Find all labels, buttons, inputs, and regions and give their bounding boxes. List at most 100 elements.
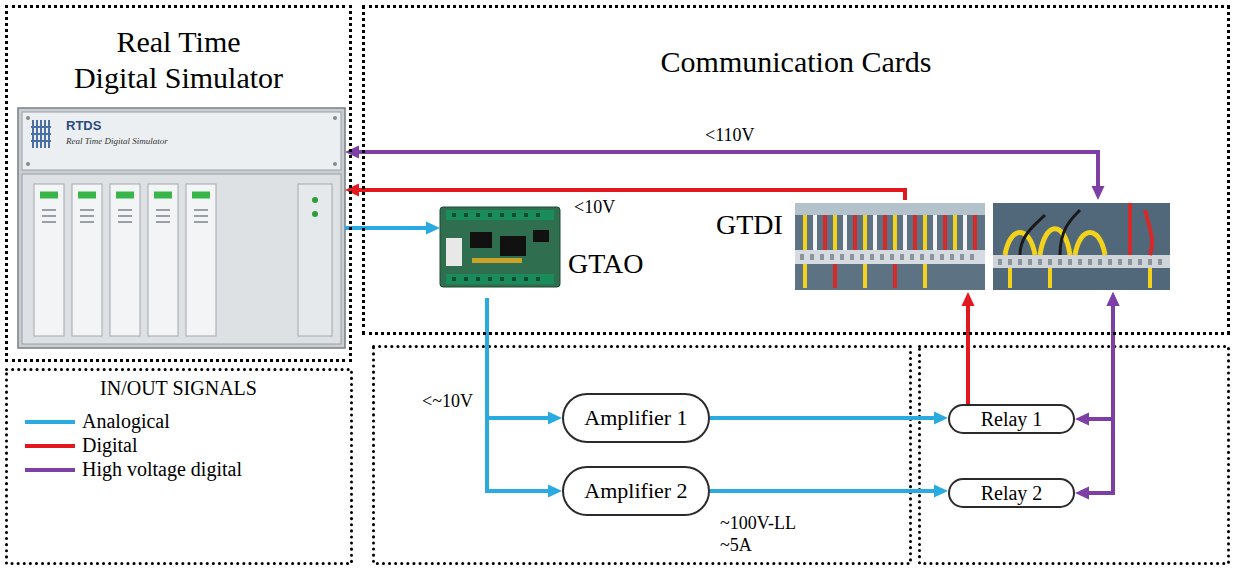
screw — [333, 162, 337, 166]
connector-line — [710, 416, 936, 420]
relay-region — [920, 347, 1229, 564]
arrow-head — [1075, 487, 1089, 500]
connector-line — [357, 190, 905, 200]
logo-stripes — [31, 120, 51, 148]
signal-level-label: <110V — [703, 124, 756, 146]
connector-line — [710, 489, 936, 493]
region-heading: Real Time Digital Simulator — [72, 24, 286, 96]
yellow-wires — [805, 215, 955, 288]
pcb — [440, 207, 560, 287]
signal-connector — [345, 146, 1105, 201]
amplifier-box: Amplifier 2 — [562, 466, 710, 516]
gtao-card: GTAO — [440, 205, 668, 298]
card-slot — [186, 184, 216, 336]
white-wires — [815, 215, 965, 250]
connector-line — [345, 226, 428, 230]
card-slot — [72, 184, 102, 336]
card-panel — [795, 203, 985, 290]
card-panel — [993, 203, 1170, 290]
arrow-head — [962, 292, 975, 306]
device-subtitle: Real Time Digital Simulator — [66, 136, 168, 147]
legend-text: High voltage digital — [82, 457, 242, 481]
region-box: Real Time Digital SimulatorRTDSReal Time… — [5, 5, 352, 362]
arrow-head — [1107, 292, 1120, 306]
card-slot — [148, 184, 178, 336]
amplifier-box: Amplifier 1 — [562, 393, 710, 443]
card-label: GTAO — [568, 247, 644, 281]
black-wires — [1020, 210, 1080, 255]
signal-level-label: <~10V — [420, 390, 475, 412]
relay-name: Relay 1 — [981, 407, 1043, 431]
card-markings — [42, 210, 208, 222]
signal-connector — [1075, 292, 1120, 500]
region-heading: Communication Cards — [365, 44, 1227, 80]
signal-connector — [962, 292, 975, 404]
connector-line — [357, 152, 1098, 188]
arrow-head — [426, 222, 440, 235]
terminal-screws — [800, 254, 980, 260]
simulator-device: RTDS Real Time Digital Simulator — [18, 108, 345, 348]
screw — [26, 116, 30, 120]
card-label: GTDI — [716, 208, 783, 242]
card-header — [795, 203, 985, 215]
module-led — [312, 211, 318, 217]
relay-box: Relay 2 — [948, 478, 1075, 508]
chassis — [18, 108, 345, 348]
amplifier-name: Amplifier 2 — [584, 478, 687, 504]
legend-title: IN/OUT SIGNALS — [5, 376, 352, 400]
arrow-head — [934, 412, 948, 425]
signal-connector — [710, 412, 948, 425]
amplifier-name: Amplifier 1 — [584, 405, 687, 431]
terminal-row — [795, 250, 985, 264]
screw — [26, 162, 30, 166]
connector-line — [487, 298, 550, 418]
card-leds — [40, 192, 210, 199]
arrow-head — [548, 485, 562, 498]
signal-connector — [345, 184, 905, 201]
chip — [500, 236, 526, 256]
chip — [533, 230, 549, 242]
signal-connector — [487, 298, 562, 498]
trace — [472, 258, 522, 263]
module-led — [312, 197, 318, 203]
arrow-head — [345, 146, 359, 159]
signal-connector — [487, 298, 562, 425]
screw — [333, 116, 337, 120]
arrow-head — [1075, 413, 1089, 426]
signal-connector — [710, 485, 948, 498]
chip — [470, 232, 492, 248]
red-wires — [1130, 203, 1152, 255]
device-logo: RTDS — [66, 118, 101, 134]
terminal-row — [993, 255, 1170, 268]
arrow-head — [548, 412, 562, 425]
amplifier-region — [374, 347, 911, 564]
connector-line — [966, 304, 970, 404]
arrow-head — [934, 485, 948, 498]
signal-level-label: <10V — [572, 196, 617, 218]
legend-text: Digital — [82, 433, 138, 457]
legend-line-sample — [25, 468, 75, 472]
gtdi-card: GTDI — [712, 200, 1175, 292]
arrow-head — [345, 184, 359, 197]
signal-level-label: ~100V-LL ~5A — [718, 512, 822, 556]
signal-connector — [345, 222, 440, 235]
arrow-head — [1107, 292, 1120, 306]
lower-wires — [1010, 268, 1150, 288]
side-module — [298, 184, 332, 336]
legend-text: Analogical — [82, 409, 170, 433]
card-slot — [110, 184, 140, 336]
gtdi-cards-illustration — [795, 203, 1170, 290]
legend-line-sample — [25, 420, 75, 424]
region-box: Communication CardsGTAO GTDI — [362, 5, 1230, 335]
simulator-device-illustration — [18, 108, 345, 348]
terminal-screws — [998, 259, 1166, 265]
gtao-board-illustration — [440, 207, 560, 287]
red-wires — [825, 215, 975, 288]
legend-line-sample — [25, 444, 75, 448]
card-slot — [34, 184, 64, 336]
lower-body — [22, 174, 341, 344]
terminal-screws — [452, 215, 548, 279]
connector-line — [1087, 304, 1113, 419]
